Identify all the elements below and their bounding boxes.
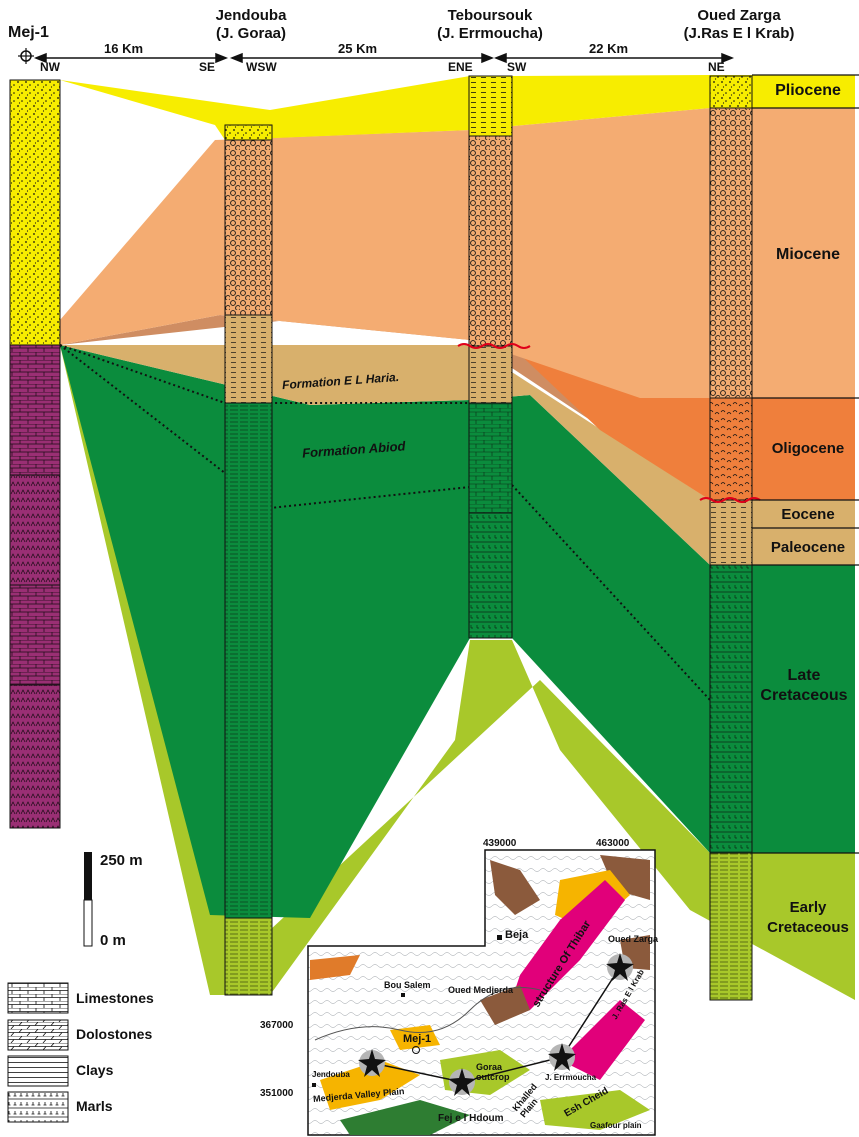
map-coord-y1: 367000 (260, 1020, 294, 1031)
map-coord-x1: 439000 (483, 838, 517, 849)
map-beja-marker (312, 935, 502, 1087)
map-coord-y2: 351000 (260, 1088, 294, 1099)
column-mej1 (9, 79, 61, 829)
age-paleocene: Paleocene (770, 539, 846, 556)
well-title-jendouba: Jendouba (J. Goraa) (196, 7, 306, 43)
direction-ne: NE (708, 60, 725, 74)
column-jendouba (224, 124, 273, 996)
age-late-cretaceous: Late Cretaceous (760, 667, 848, 704)
inset-map (307, 849, 656, 1136)
well-title-teboursouk: Teboursouk (J. Errmoucha) (430, 7, 550, 43)
legend-marls: Marls (76, 1098, 113, 1114)
correlation-line-3 (511, 484, 711, 701)
age-pliocene: Pliocene (775, 82, 841, 99)
direction-sw: SW (507, 60, 527, 74)
distance-label-2: 25 Km (338, 41, 378, 56)
well-subtitle: (J.Ras E l Krab) (683, 25, 795, 42)
well-subtitle: (J. Errmoucha) (437, 25, 543, 42)
legend-limestones: Limestones (76, 990, 154, 1006)
map-label-errmoucha: J. Errmoucha (545, 1073, 597, 1082)
well-symbol-icon (18, 48, 34, 64)
map-label-bou-salem: Bou Salem (384, 980, 431, 990)
column-oued-zarga (699, 75, 761, 1001)
scale-label-top: 250 m (100, 852, 143, 869)
map-star-markers (358, 953, 634, 1096)
well-title-oued-zarga: Oued Zarga (J.Ras E l Krab) (674, 7, 804, 43)
direction-ene: ENE (448, 60, 473, 74)
paleogene-band (60, 345, 855, 565)
early-cretaceous-band (60, 345, 855, 1000)
oligocene-band (510, 345, 855, 500)
map-coord-x2: 463000 (596, 838, 630, 849)
legend-dolostones: Dolostones (76, 1026, 153, 1042)
scale-label-bottom: 0 m (100, 932, 126, 949)
distance-label-3: 22 Km (589, 41, 629, 56)
age-oligocene: Oligocene (771, 440, 845, 457)
age-dividers (752, 74, 859, 854)
direction-se: SE (199, 60, 216, 74)
map-profile-line (371, 966, 621, 1083)
age-early-cretaceous: Early Cretaceous (767, 899, 849, 936)
map-label-fej: Fej e l Hdoum (438, 1113, 504, 1124)
age-eocene: Eocene (781, 506, 835, 523)
map-river (314, 987, 541, 1041)
well-subtitle: (J. Goraa) (215, 25, 287, 42)
well-name: Jendouba (215, 7, 287, 24)
age-miocene: Miocene (775, 246, 840, 263)
pliocene-band (60, 75, 855, 140)
distance-label-1: 16 Km (104, 41, 144, 56)
well-name: Teboursouk (447, 7, 533, 24)
scale-bar (83, 852, 93, 947)
direction-wsw: WSW (246, 60, 277, 74)
direction-nw: NW (40, 60, 60, 74)
well-name: Oued Zarga (697, 7, 781, 24)
column-teboursouk (457, 75, 531, 639)
legend-swatches (7, 982, 69, 1123)
map-label-oued-medjerda: Oued Medjerda (448, 985, 514, 995)
well-title-mej1: Mej-1 (8, 24, 49, 41)
map-label-jendouba: Jendouba (312, 1070, 350, 1079)
map-label-mej1: Mej-1 (403, 1033, 432, 1045)
map-label-gaafour: Gaafour plain (590, 1121, 642, 1130)
map-label-oued-zarga: Oued Zarga (608, 934, 659, 944)
map-label-goraa: Goraa outcrop (476, 1062, 510, 1082)
distance-arrows (33, 52, 735, 64)
map-label-beja: Beja (505, 929, 529, 941)
legend-clays: Clays (76, 1062, 114, 1078)
